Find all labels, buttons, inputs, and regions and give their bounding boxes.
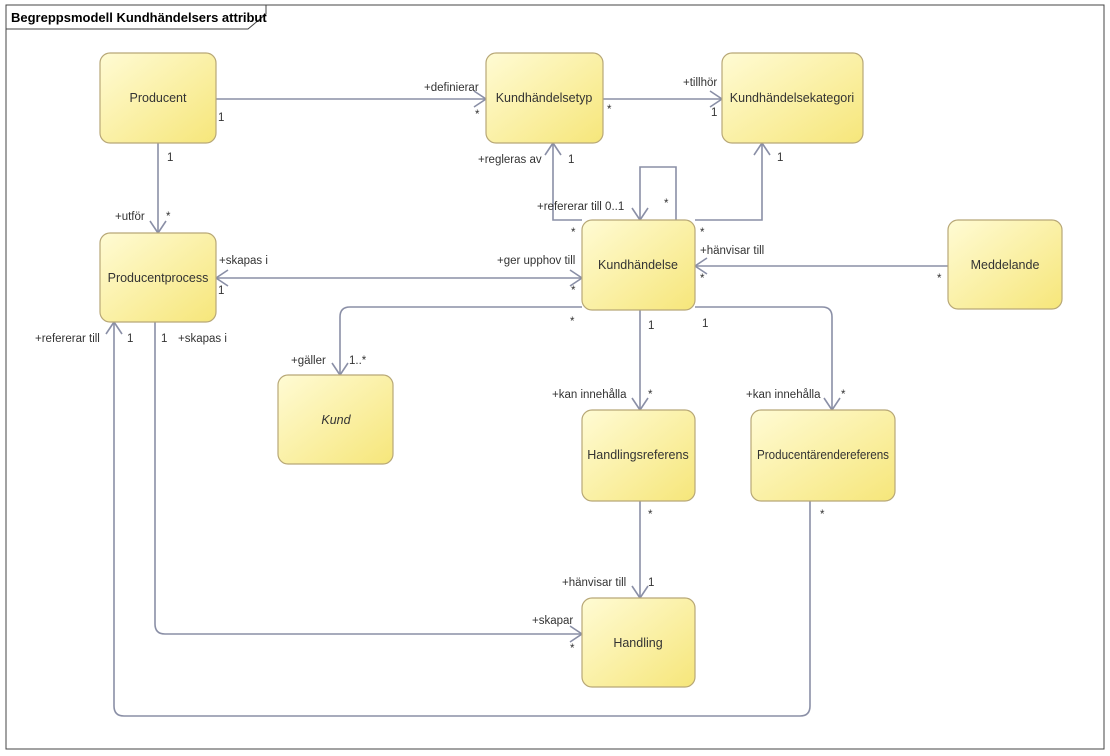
edge-kh-kategori [695,143,763,221]
edge-label: * [937,273,942,285]
class-kund[interactable]: Kund [277,374,394,465]
class-label: Handling [613,636,662,650]
edge-label: +definierar [424,82,479,94]
edge-label: * [664,198,669,210]
edge-label: * [570,643,575,655]
edge-label: +gäller [291,355,326,367]
edge-producentarendereferens-process [113,322,811,717]
edge-label: * [841,389,846,401]
class-handling[interactable]: Handling [581,597,696,688]
diagram-title: Begreppsmodell Kundhändelsers attribut [11,10,267,25]
edge-label: +regleras av [478,154,542,166]
class-label: Kundhändelse [598,258,678,272]
edge-label: 1 [648,320,654,332]
edge-label: 1 [127,333,133,345]
edge-label: * [475,109,480,121]
edge-label: +refererar till 0..1 [537,201,624,213]
class-label: Kundhändelsekategori [730,91,854,105]
diagram-title-tab [5,4,267,30]
class-label: Handlingsreferens [587,448,688,462]
edge-label: +utför [115,211,145,223]
edge-label: +skapas i [219,255,268,267]
edge-label: +kan innehålla [552,389,627,401]
edge-label: +hänvisar till [700,245,764,257]
edge-label: +skapar [532,615,573,627]
edge-label: 1 [777,152,783,164]
edge-process-handling [154,322,582,635]
edge-label: * [571,227,576,239]
edge-label: * [570,316,575,328]
edge-label: 1 [702,318,708,330]
class-label: Meddelande [971,258,1040,272]
class-label: Kundhändelsetyp [496,91,593,105]
class-label: Producentprocess [108,271,209,285]
class-kundhandelsekategori[interactable]: Kundhändelsekategori [721,52,864,144]
edge-label: 1 [218,285,224,297]
edge-kh-producentarendereferens [695,306,833,410]
class-kundhandelsetyp[interactable]: Kundhändelsetyp [485,52,604,144]
class-label: Producent [130,91,188,105]
edge-label: 1 [711,107,717,119]
class-meddelande[interactable]: Meddelande [947,219,1063,310]
edge-label: * [166,211,171,223]
edge-label: * [820,509,825,521]
edge-label: * [648,509,653,521]
edge-kh-self [639,166,677,220]
edge-label: * [571,285,576,297]
edge-label: 1 [218,112,224,124]
class-producentprocess[interactable]: Producentprocess [99,232,217,323]
edge-label: +hänvisar till [562,577,626,589]
class-handlingsreferens[interactable]: Handlingsreferens [581,409,696,502]
edge-label: +refererar till [35,333,100,345]
edge-label: 1 [161,333,167,345]
edge-kh-kund [339,306,582,375]
edge-kh-typ [552,143,582,221]
edge-label: +tillhör [683,77,717,89]
edge-label: +ger upphov till [497,255,575,267]
class-label: Kund [321,413,351,427]
class-producentarendereferens[interactable]: Producentärendereferens [750,409,896,502]
class-producent[interactable]: Producent [99,52,217,144]
edge-label: 1 [167,152,173,164]
edge-label: +skapas i [178,333,227,345]
edge-label: +kan innehålla [746,389,821,401]
edge-label: * [648,389,653,401]
edge-label: * [607,104,612,116]
edge-label: 1 [568,154,574,166]
edge-label: 1..* [349,355,367,367]
edge-label: 1 [648,577,654,589]
edge-label: * [700,273,705,285]
edge-label: * [700,227,705,239]
class-kundhandelse[interactable]: Kundhändelse [581,219,696,311]
class-label: Producentärendereferens [757,448,889,462]
